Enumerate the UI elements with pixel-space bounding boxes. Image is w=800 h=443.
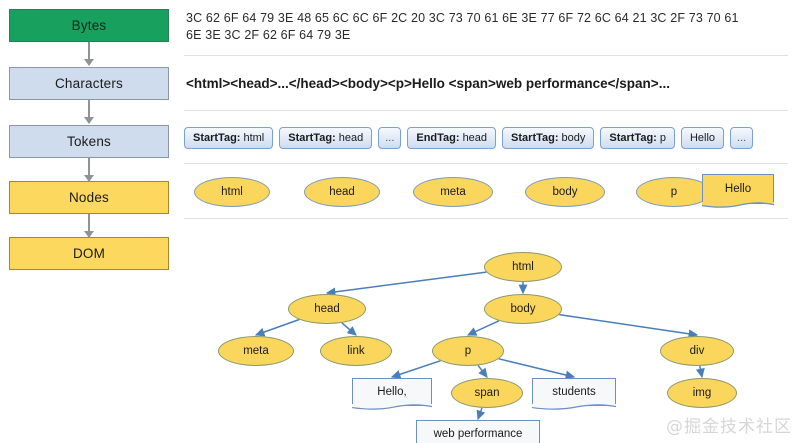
token-chip[interactable]: ... <box>730 127 754 149</box>
section-divider-characters <box>184 110 788 111</box>
tree-edge <box>390 359 441 379</box>
tree-element-node[interactable]: img <box>667 378 737 408</box>
flow-arrow-nodes-to-dom <box>84 214 94 238</box>
tree-node-label: web performance <box>433 428 523 440</box>
tree-edge <box>695 365 705 379</box>
token-kind: StartTag: <box>609 132 657 144</box>
flow-arrow-bytes-to-characters <box>84 42 94 66</box>
tree-element-node[interactable]: link <box>320 336 392 366</box>
tree-text-node[interactable]: Hello, <box>351 378 432 410</box>
section-divider-tokens <box>184 163 788 164</box>
token-value: ... <box>737 132 747 144</box>
pipeline-stage-label: Nodes <box>68 190 110 205</box>
tree-edge <box>325 271 487 297</box>
token-value: ... <box>385 132 395 144</box>
watermark: @掘金技术社区 <box>666 417 792 437</box>
node-element-shape[interactable]: body <box>525 177 605 207</box>
tree-node-label: students <box>552 386 596 398</box>
tree-edge <box>466 320 500 336</box>
tree-element-node[interactable]: html <box>484 252 562 282</box>
token-chip[interactable]: StartTag:body <box>502 127 595 149</box>
pipeline-stage-label: Tokens <box>67 134 111 149</box>
node-element-shape[interactable]: head <box>304 177 380 207</box>
token-value: p <box>659 132 666 144</box>
tree-element-node[interactable]: meta <box>218 336 294 366</box>
section-divider-bytes <box>184 55 788 56</box>
node-text-shape[interactable]: Hello <box>701 174 774 208</box>
tree-edge <box>477 364 488 378</box>
pipeline-stage-bytes: Bytes <box>9 9 169 42</box>
token-value: head <box>338 132 364 144</box>
bytes-hex-line-1: 3C 62 6F 64 79 3E 48 65 6C 6C 6F 2C 20 3… <box>186 11 739 25</box>
pipeline-stage-tokens: Tokens <box>9 125 169 158</box>
token-value: Hello <box>689 132 716 144</box>
dom-tree-edges <box>254 271 705 421</box>
tree-element-node[interactable]: body <box>484 294 562 324</box>
pipeline-stage-label: DOM <box>72 246 106 261</box>
tree-element-node[interactable]: span <box>451 378 523 408</box>
pipeline-stage-nodes: Nodes <box>9 181 169 214</box>
token-chip[interactable]: ... <box>378 127 402 149</box>
token-chip[interactable]: EndTag:head <box>407 127 497 149</box>
tree-edge <box>341 322 357 336</box>
flow-arrow-characters-to-tokens <box>84 100 94 124</box>
node-element-shape[interactable]: html <box>194 177 270 207</box>
node-shape-row: html head meta body p Hello <box>180 172 800 214</box>
tree-element-node[interactable]: p <box>432 336 504 366</box>
node-shape-label: Hello <box>724 183 752 195</box>
token-chip[interactable]: Hello <box>680 127 725 149</box>
tree-edge <box>498 358 576 380</box>
token-chip[interactable]: StartTag:head <box>279 127 373 149</box>
tree-edge <box>476 407 486 421</box>
tree-text-node[interactable]: web performance <box>416 420 540 443</box>
token-value: body <box>561 132 586 144</box>
pipeline-stage-label: Characters <box>54 76 124 91</box>
token-kind: StartTag: <box>288 132 336 144</box>
token-kind: StartTag: <box>511 132 559 144</box>
tree-edge <box>559 313 699 339</box>
pipeline-stage-label: Bytes <box>71 18 107 33</box>
node-element-shape[interactable]: meta <box>413 177 493 207</box>
characters-markup-text: <html><head>...</head><body><p>Hello <sp… <box>186 76 670 91</box>
flow-arrow-tokens-to-nodes <box>84 158 94 182</box>
tree-element-node[interactable]: div <box>660 336 734 366</box>
bytes-hex-line-2: 6E 3E 3C 2F 62 6F 64 79 3E <box>186 28 351 42</box>
tree-text-node[interactable]: students <box>531 378 616 410</box>
token-chip[interactable]: StartTag:html <box>184 127 274 149</box>
tree-node-label: Hello, <box>377 386 407 398</box>
token-value: head <box>462 132 488 144</box>
token-kind: StartTag: <box>193 132 241 144</box>
token-value: html <box>243 132 265 144</box>
tree-edge <box>254 318 300 337</box>
token-kind: EndTag: <box>416 132 460 144</box>
pipeline-detail-column: 3C 62 6F 64 79 3E 48 65 6C 6C 6F 2C 20 3… <box>180 0 800 443</box>
section-divider-nodes <box>184 218 788 219</box>
pipeline-stage-dom: DOM <box>9 237 169 270</box>
tree-element-node[interactable]: head <box>288 294 366 324</box>
token-chip[interactable]: StartTag:p <box>600 127 675 149</box>
parsing-pipeline-column: Bytes Characters Tokens Nodes DOM <box>0 0 180 443</box>
pipeline-stage-characters: Characters <box>9 67 169 100</box>
node-element-shape[interactable]: p <box>636 177 712 207</box>
